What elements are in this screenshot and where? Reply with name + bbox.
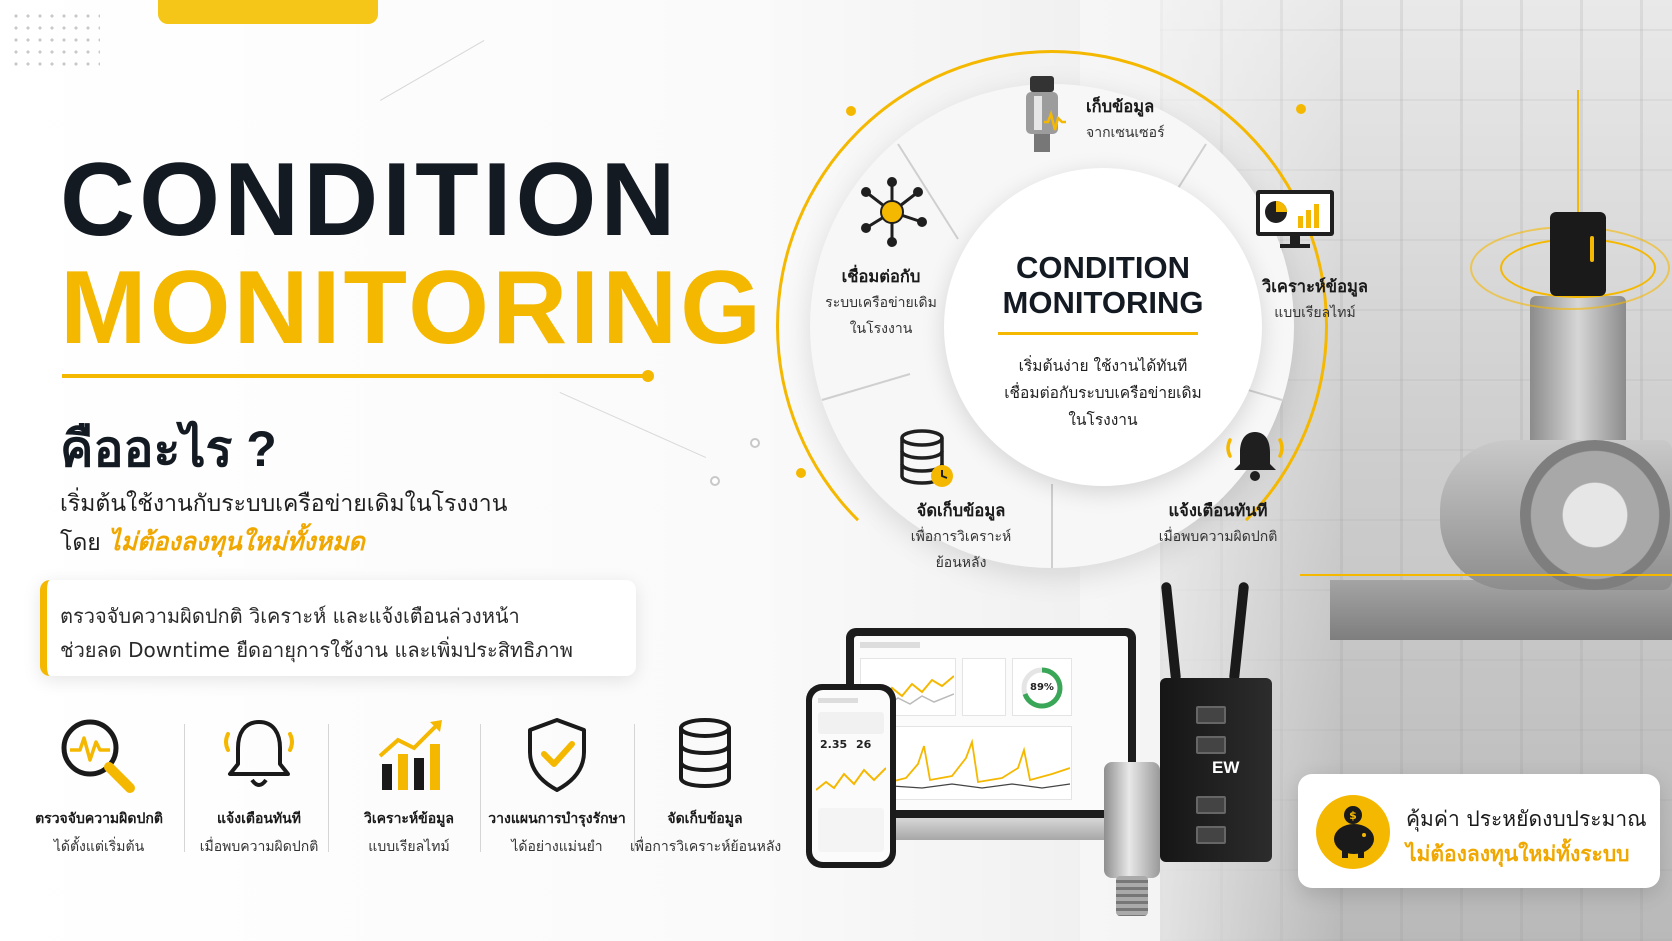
headline-question: คืออะไร ? <box>60 421 277 477</box>
segment-alert: แจ้งเตือนทันที เมื่อพบความผิดปกติ <box>1158 501 1278 545</box>
segment-connect: เชื่อมต่อกับ ระบบเครือข่ายเดิม ในโรงงาน <box>825 267 937 337</box>
segment-store: จัดเก็บข้อมูล เพื่อการวิเคราะห์ ย้อนหลัง <box>910 501 1012 571</box>
feature-analyze: วิเคราะห์ข้อมูล แบบเรียลไทม์ <box>334 712 484 862</box>
orbit-ring <box>776 50 1328 602</box>
phone-dashboard: 2.35 26 <box>812 690 890 862</box>
phone-value-1: 2.35 <box>820 738 848 751</box>
feature-maintenance: วางแผนการบำรุงรักษา ได้อย่างแม่นยำ <box>482 712 632 862</box>
shield-check-icon <box>528 718 586 792</box>
subtitle-line2: โดย ไม่ต้องลงทุนใหม่ทั้งหมด <box>60 527 365 556</box>
subtitle-highlight: ไม่ต้องลงทุนใหม่ทั้งหมด <box>108 527 365 556</box>
feature-detect: ตรวจจับความผิดปกติ ได้ตั้งแต่เริ่มต้น <box>24 712 174 862</box>
info-line2: ช่วยลด Downtime ยืดอายุการใช้งาน และเพิ่… <box>60 638 573 662</box>
magnifier-pulse-icon <box>61 719 135 793</box>
savings-line1: คุ้มค่า ประหยัดงบประมาณ <box>1406 807 1647 831</box>
headline-monitoring: MONITORING <box>60 250 765 366</box>
gauge-chart <box>1021 667 1063 709</box>
network-node <box>710 476 720 486</box>
savings-line2: ไม่ต้องลงทุนใหม่ทั้งระบบ <box>1406 842 1630 866</box>
gateway-logo: EW <box>1212 758 1240 777</box>
info-box <box>40 580 636 676</box>
monitor-chart-icon <box>1256 190 1334 248</box>
sensor-icon <box>1026 76 1066 152</box>
headline-condition: CONDITION <box>60 142 680 258</box>
segment-collect: เก็บข้อมูล จากเซนเซอร์ <box>1086 97 1165 141</box>
phone-value-2: 26 <box>856 738 872 751</box>
bar-chart-growth-icon <box>378 720 442 790</box>
svg-text:$: $ <box>1349 809 1357 822</box>
bell-icon <box>224 720 294 787</box>
machine-base <box>1330 580 1672 640</box>
vibration-sensor <box>1550 212 1606 296</box>
hub-subtitle: เริ่มต้นง่าย ใช้งานได้ทันที เชื่อมต่อกับ… <box>1004 357 1202 429</box>
feature-storage: จัดเก็บข้อมูล เพื่อการวิเคราะห์ย้อนหลัง <box>630 712 781 862</box>
headline-underline <box>62 374 648 378</box>
wheel-hub <box>944 168 1262 486</box>
piggy-bank-icon: $ <box>1316 795 1390 869</box>
dot-pattern <box>10 10 100 74</box>
smartphone: 2.35 26 <box>806 684 896 868</box>
info-line1: ตรวจจับความผิดปกติ วิเคราะห์ และแจ้งเตือ… <box>60 604 520 628</box>
segment-analyze: วิเคราะห์ข้อมูล แบบเรียลไทม์ <box>1262 277 1368 321</box>
alarm-bell-icon <box>1226 432 1284 481</box>
network-nodes-icon <box>861 177 927 247</box>
top-accent-bar <box>158 0 378 24</box>
industrial-sensor <box>1104 762 1160 878</box>
hub-title: CONDITION MONITORING <box>1002 250 1204 320</box>
phone-line-chart <box>816 767 886 791</box>
database-icon <box>679 718 731 789</box>
laptop-base <box>814 818 1170 840</box>
network-node <box>750 438 760 448</box>
database-clock-icon <box>900 429 953 487</box>
feature-alert: แจ้งเตือนทันที เมื่อพบความผิดปกติ <box>184 712 334 862</box>
gauge-value: 89% <box>1030 682 1054 693</box>
subtitle-line1: เริ่มต้นใช้งานกับระบบเครือข่ายเดิมในโรงง… <box>60 491 508 517</box>
